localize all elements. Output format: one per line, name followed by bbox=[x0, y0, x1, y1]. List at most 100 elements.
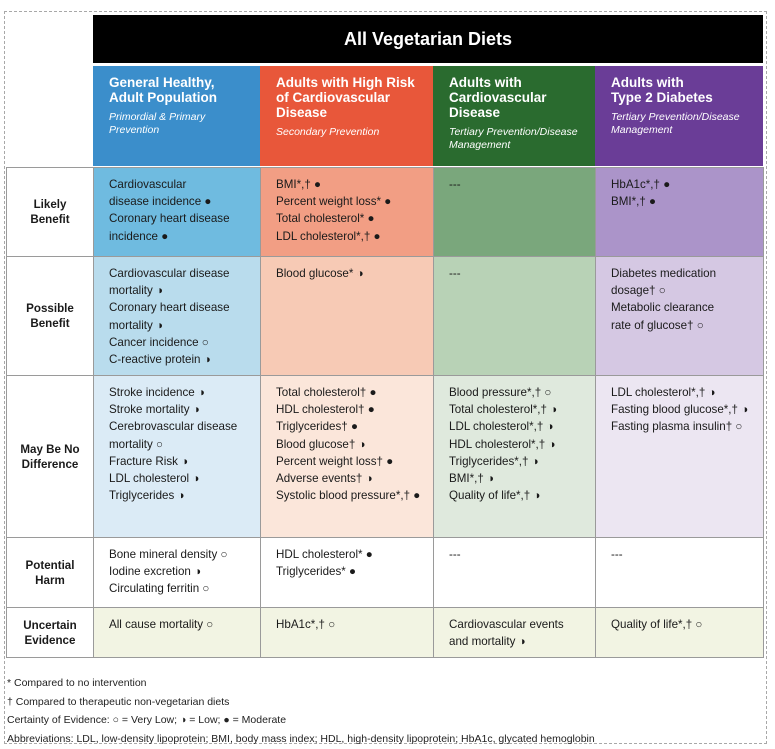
evidence-cell: Cardiovascular disease incidence ●Corona… bbox=[93, 167, 261, 257]
outcome-item: Diabetes medication dosage† ○ bbox=[611, 267, 717, 298]
outcome-item: --- bbox=[611, 548, 623, 561]
evidence-cell: All cause mortality ○ bbox=[93, 607, 261, 658]
column-subtitle: Secondary Prevention bbox=[276, 126, 380, 138]
outcome-item: Cardiovascular disease incidence ● bbox=[109, 178, 212, 209]
outcome-item: Triglycerides ◑ bbox=[109, 489, 185, 503]
outcome-item: Metabolic clearance rate of glucose† ○ bbox=[611, 301, 715, 332]
row-label: Possible Benefit bbox=[6, 256, 94, 376]
evidence-cell: Bone mineral density ○ Iodine excretion ◑… bbox=[93, 537, 261, 608]
column-subtitle: Primordial & Primary Prevention bbox=[109, 111, 206, 136]
row-label: Potential Harm bbox=[6, 537, 94, 608]
column-subtitle: Tertiary Prevention/Disease Management bbox=[449, 126, 578, 151]
row-label: Uncertain Evidence bbox=[6, 607, 94, 658]
row-potential-harm: Potential Harm Bone mineral density ○ Iodi… bbox=[6, 537, 764, 608]
certainty-legend: Certainty of Evidence: ○ = Very Low; ◑ =… bbox=[7, 714, 287, 726]
outcome-item: HDL cholesterol*,† ◑ bbox=[449, 437, 556, 451]
outcome-item: Iodine excretion ◑ bbox=[109, 565, 202, 579]
outcome-item: Cancer incidence ○ bbox=[109, 335, 209, 349]
evidence-cell: Blood pressure*,† ○ Total cholesterol*,† … bbox=[433, 375, 596, 538]
outcome-item: Stroke incidence ◑ bbox=[109, 386, 205, 399]
outcome-item: Cerebrovascular disease mortality ○ bbox=[109, 420, 238, 451]
outcome-item: Circulating ferritin ○ bbox=[109, 582, 210, 596]
evidence-cell: HbA1c*,† ● BMI*,† ● bbox=[595, 167, 764, 257]
evidence-cell: --- bbox=[595, 537, 764, 608]
evidence-cell: Stroke incidence ◑ Stroke mortality ◑ Cere… bbox=[93, 375, 261, 538]
outcome-item: Systolic blood pressure*,† ● bbox=[276, 489, 421, 503]
evidence-cell: HbA1c*,† ○ bbox=[260, 607, 434, 658]
footnote-asterisk: * Compared to no intervention bbox=[7, 677, 147, 689]
evidence-cell: LDL cholesterol*,† ◑ Fasting blood glucos… bbox=[595, 375, 764, 538]
table-title: All Vegetarian Diets bbox=[93, 15, 763, 63]
evidence-cell: --- bbox=[433, 537, 596, 608]
outcome-item: Adverse events† ◑ bbox=[276, 472, 373, 486]
evidence-cell: --- bbox=[433, 256, 596, 376]
outcome-item: Blood glucose* ◑ bbox=[276, 267, 364, 280]
outcome-item: LDL cholesterol*,† ◑ bbox=[611, 386, 716, 399]
outcome-item: Blood glucose† ◑ bbox=[276, 437, 366, 451]
evidence-cell: --- bbox=[433, 167, 596, 257]
outcome-item: Fasting plasma insulin† ○ bbox=[611, 420, 743, 434]
outcome-item: LDL cholesterol ◑ bbox=[109, 472, 200, 486]
footnote-dagger: † Compared to therapeutic non-vegetarian… bbox=[7, 695, 230, 708]
column-title: Adults with Cardiovascular Disease bbox=[449, 75, 547, 120]
abbreviations-note: Abbreviations: LDL, low-density lipoprot… bbox=[7, 732, 595, 745]
outcome-item: Coronary heart disease incidence ● bbox=[109, 212, 230, 243]
outcome-item: --- bbox=[449, 178, 461, 191]
outcome-item: Total cholesterol*,† ◑ bbox=[449, 403, 558, 417]
column-title: Adults with Type 2 Diabetes bbox=[611, 75, 713, 105]
evidence-cell: Cardiovascular events and mortality ◑ bbox=[433, 607, 596, 658]
outcome-item: Fasting blood glucose*,† ◑ bbox=[611, 403, 749, 417]
outcome-item: Total cholesterol† ● bbox=[276, 386, 377, 399]
outcome-item: HDL cholesterol† ● bbox=[276, 403, 375, 417]
evidence-cell: Diabetes medication dosage† ○Metabolic c… bbox=[595, 256, 764, 376]
outcome-item: BMI*,† ◑ bbox=[449, 472, 495, 486]
outcome-item: Triglycerides* ● bbox=[276, 565, 357, 579]
outcome-item: LDL cholesterol*,† ◑ bbox=[449, 420, 554, 434]
evidence-cell: Total cholesterol† ● HDL cholesterol† ● Tr… bbox=[260, 375, 434, 538]
outcome-item: Percent weight loss† ● bbox=[276, 454, 394, 468]
figure-frame bbox=[4, 11, 767, 744]
outcome-item: Cardiovascular events and mortality ◑ bbox=[449, 618, 564, 649]
outcome-item: Quality of life*,† ○ bbox=[611, 618, 703, 631]
evidence-cell: HDL cholesterol* ● Triglycerides* ● bbox=[260, 537, 434, 608]
outcome-item: HbA1c*,† ● bbox=[611, 178, 671, 191]
outcome-item: BMI*,† ● bbox=[276, 178, 322, 191]
outcome-item: Stroke mortality ◑ bbox=[109, 403, 200, 417]
evidence-cell: Quality of life*,† ○ bbox=[595, 607, 764, 658]
outcome-item: Triglycerides*,† ◑ bbox=[449, 454, 539, 468]
outcome-item: Percent weight loss* ● bbox=[276, 195, 392, 209]
row-uncertain-evidence: Uncertain Evidence All cause mortality ○ H… bbox=[6, 607, 764, 658]
outcome-item: All cause mortality ○ bbox=[109, 618, 214, 631]
outcome-item: C-reactive protein ◑ bbox=[109, 353, 211, 367]
outcome-item: Total cholesterol* ● bbox=[276, 212, 375, 226]
column-subtitle: Tertiary Prevention/Disease Management bbox=[611, 111, 740, 136]
evidence-cell: Cardiovascular disease mortality ◑Corona… bbox=[93, 256, 261, 376]
footnotes: * Compared to no intervention † Compared… bbox=[7, 674, 595, 748]
outcome-item: Bone mineral density ○ bbox=[109, 548, 228, 561]
outcome-item: Fracture Risk ◑ bbox=[109, 454, 189, 468]
outcome-item: Quality of life*,† ◑ bbox=[449, 489, 541, 503]
outcome-item: Blood pressure*,† ○ bbox=[449, 386, 552, 399]
outcome-item: --- bbox=[449, 267, 461, 280]
outcome-item: BMI*,† ● bbox=[611, 195, 657, 209]
evidence-cell: BMI*,† ● Percent weight loss* ● Total chol… bbox=[260, 167, 434, 257]
row-label: May Be No Difference bbox=[6, 375, 94, 538]
row-label: Likely Benefit bbox=[6, 167, 94, 257]
outcome-item: Coronary heart disease mortality ◑ bbox=[109, 301, 230, 332]
column-header-2: Adults with High Risk of Cardiovascular … bbox=[260, 66, 433, 166]
outcome-item: HDL cholesterol* ● bbox=[276, 548, 373, 561]
column-title: General Healthy, Adult Population bbox=[109, 75, 217, 105]
column-title: Adults with High Risk of Cardiovascular … bbox=[276, 75, 415, 120]
outcome-item: LDL cholesterol*,† ● bbox=[276, 229, 381, 243]
outcome-item: Triglycerides† ● bbox=[276, 420, 358, 434]
outcome-item: HbA1c*,† ○ bbox=[276, 618, 336, 631]
evidence-cell: Blood glucose* ◑ bbox=[260, 256, 434, 376]
outcome-item: --- bbox=[449, 548, 461, 561]
